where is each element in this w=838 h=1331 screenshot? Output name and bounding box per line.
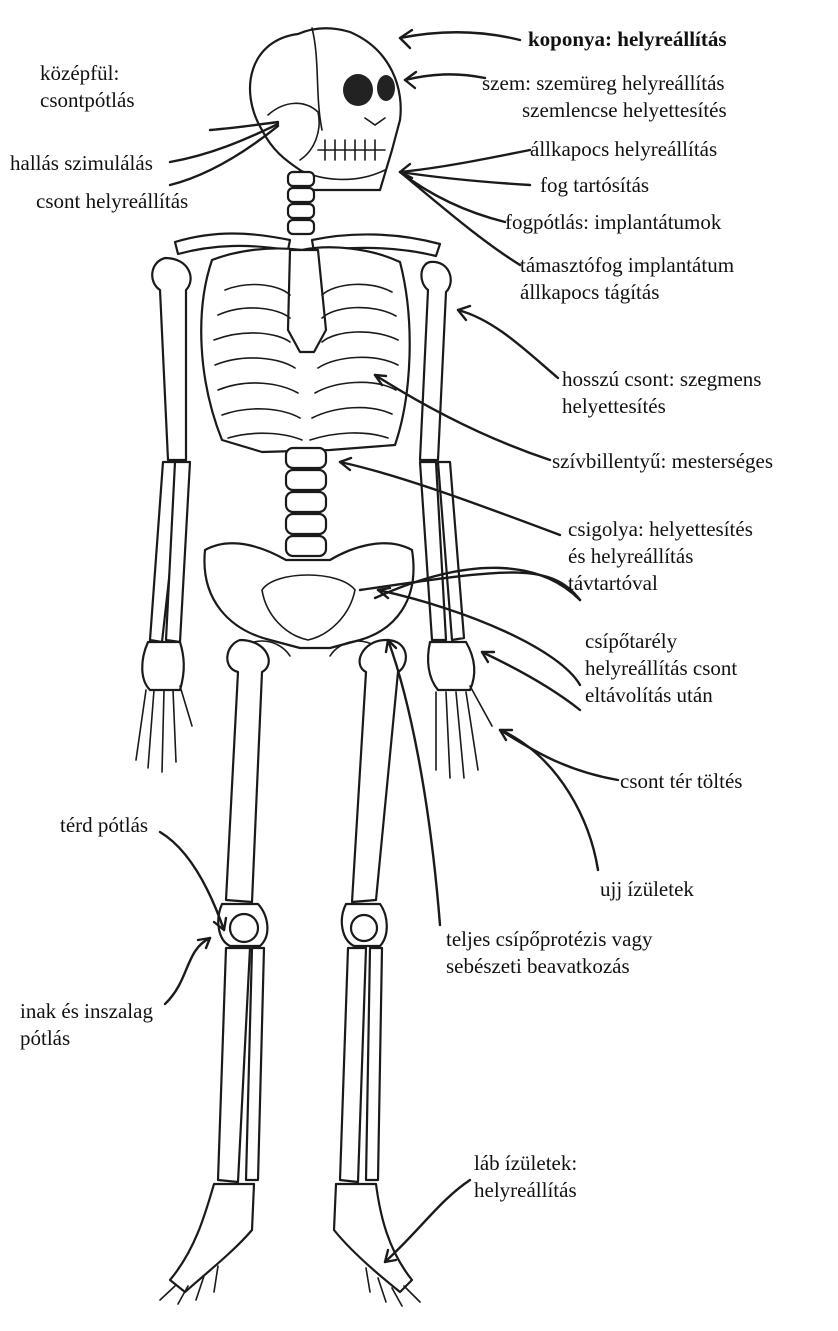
pelvis bbox=[204, 543, 413, 656]
lumbar-spine bbox=[286, 448, 326, 556]
label-szem: szem: szemüreg helyreállítás szemlencse … bbox=[482, 70, 727, 124]
label-terd: térd pótlás bbox=[60, 812, 148, 839]
label-hallas: hallás szimulálás bbox=[10, 150, 153, 177]
skull bbox=[250, 28, 401, 190]
label-csigolya: csigolya: helyettesítés és helyreállítás… bbox=[568, 516, 753, 597]
label-csipotarely: csípőtarély helyreállítás csont eltávolí… bbox=[585, 628, 737, 709]
label-lab: láb ízületek: helyreállítás bbox=[474, 1150, 577, 1204]
label-sziv: szívbillentyű: mesterséges bbox=[552, 448, 773, 475]
label-csont-ter: csont tér töltés bbox=[620, 768, 742, 795]
label-fog: fog tartósítás bbox=[540, 172, 649, 199]
legs bbox=[160, 640, 420, 1306]
label-hosszu: hosszú csont: szegmens helyettesítés bbox=[562, 366, 761, 420]
label-ujj: ujj ízületek bbox=[600, 876, 694, 903]
label-csont-helyre: csont helyreállítás bbox=[36, 188, 188, 215]
label-allkapocs: állkapocs helyreállítás bbox=[530, 136, 717, 163]
label-koponya: koponya: helyreállítás bbox=[528, 26, 727, 53]
rib-cage bbox=[201, 247, 409, 452]
label-fogpotlas: fogpótlás: implantátumok bbox=[505, 209, 721, 236]
label-inak: inak és inszalag pótlás bbox=[20, 998, 153, 1052]
label-kozepful: középfül: csontpótlás bbox=[40, 60, 135, 114]
label-teljes: teljes csípőprotézis vagy sebészeti beav… bbox=[446, 926, 652, 980]
cervical-spine bbox=[288, 172, 314, 234]
label-tamaszto: támasztófog implantátum állkapocs tágítá… bbox=[520, 252, 734, 306]
